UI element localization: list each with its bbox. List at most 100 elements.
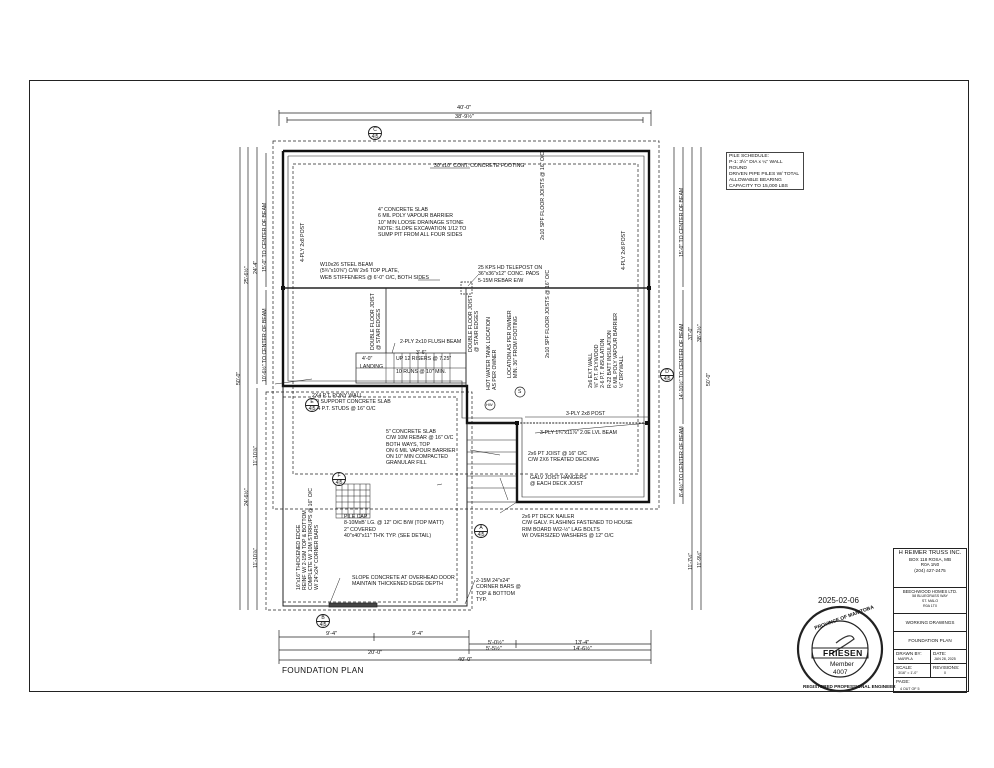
dim-left-11-10: 11'-10⅞" [253,445,259,466]
tb-client1: BEECHWOOD HOMES LTD. [902,589,958,594]
dim-left-11-10b: 11'-10⅞" [253,547,259,568]
note-joists-right: 2x10 SPF FLOOR JOISTS @ 16" O/C [545,269,551,358]
note-post3: 3-PLY 2x8 POST [566,411,606,417]
stamp-date: 2025-02-06 [818,596,859,605]
tb-scale-label: SCALE: [896,665,913,670]
dim-top-overall: 40'-0" [457,105,472,111]
dim-left-10-6: 10'-6½" TO CENTER OF BEAM [262,308,268,382]
note-joists-top: 2x10 SPF FLOOR JOISTS @ 16" O/C [540,151,546,240]
stamp-name: FRIESEN [823,648,863,658]
dim-right-38-2: 38'-2½" [697,324,703,342]
dim-bottom-right2: 14'-6½" [573,646,592,652]
tb-phone: (204) 427-2475 [914,567,946,573]
dim-bottom-9-4-left: 9'-4" [326,631,338,637]
dim-left-24-4: 24'-4" [253,260,259,274]
tb-client-cell: BEECHWOOD HOMES LTD. 58 BLUEGRASS WAY ST… [894,587,966,613]
dim-left-24-6: 24'-6½" [244,488,250,506]
engineer-seal [796,605,884,693]
landing-dim: 4'-0" [362,356,373,362]
stair-up: UP 12 RISERS @ 7.25" [396,356,452,362]
tb-page: 4 OUT OF 5 [900,687,920,691]
tb-drawn-by-label: DRAWN BY: [896,651,922,656]
dim-right-37-0: 37'-0" [688,326,694,340]
tb-revisions: 0 [944,671,946,675]
dim-right-15-0: 15'-0" TO CENTER OF BEAM [679,187,685,257]
note-beam: W10x26 STEEL BEAM(5¾"x10⅜") C/W 2x6 TOP … [320,262,429,281]
tb-company-cell: H REIMER TRUSS INC. BOX 118 ROSA, MB R0A… [894,549,966,587]
dim-left-25-6: 25'-6½" [244,266,250,284]
title-block: H REIMER TRUSS INC. BOX 118 ROSA, MB R0A… [893,548,967,693]
note-lvl: 3-PLY 1¾"x11⅞" 2.0E LVL BEAM [540,430,617,436]
tb-sheet-name: FOUNDATION PLAN [908,638,952,643]
dim-right-11-9: 11'-9½" [697,550,703,568]
note-flush-beam: 2-PLY 2x10 FLUSH BEAM [400,339,462,345]
dim-right-11-7: 11'-7½" [688,552,694,570]
stair-width: 3'-6" [416,350,427,356]
tb-scale-row: SCALE: 3/16" = 1'-0" REVISIONS: 0 [894,663,966,678]
stamp-member-no: 4007 [833,669,848,676]
tb-set: WORKING DRAWINGS [905,620,955,625]
tb-sheet-cell: FOUNDATION PLAN [894,631,966,649]
stamp-member-label: Member [830,661,854,668]
tb-scale: 3/16" = 1'-0" [898,671,918,675]
plan-title: FOUNDATION PLAN [282,666,364,675]
tb-addr1: BOX 118 ROSA, MB [908,556,952,562]
dim-top-inner: 38'-9½" [455,114,474,120]
drawing-sheet-border [29,80,969,692]
dim-bottom-overall: 40'-0" [458,657,473,663]
tank-marker: HW [486,402,493,407]
note-double-joist-left: DOUBLE FLOOR JOIST@ STAIR EDGES [370,293,382,350]
note-double-joist-mid: DOUBLE FLOOR JOIST@ STAIR EDGES [468,295,480,352]
tb-set-cell: WORKING DRAWINGS [894,613,966,631]
tb-drawn-row: DRAWN BY: MARPLA DATE: JAN 28, 2025 [894,649,966,664]
dim-right-8-4: 8'-4½" TO CENTER OF BEAM [679,426,685,497]
tb-client2: 58 BLUEGRASS WAY [912,594,948,598]
note-hangers: GALV JOIST HANGERS@ EACH DECK JOIST [530,475,587,488]
dim-bottom-9-4-right: 9'-4" [412,631,424,637]
tb-company: H REIMER TRUSS INC. [898,550,962,556]
tb-page-row: PAGE: 4 OUT OF 5 [894,677,966,694]
tb-date: JAN 28, 2025 [934,657,956,661]
dim-bottom-mid: 5'-0½" [488,640,504,646]
tb-date-label: DATE: [933,651,947,656]
tb-revisions-label: REVISIONS: [933,665,960,670]
note-post-left: 4-PLY 2x8 POST [300,222,306,262]
stair-down: 10 RUNS @ 10" MIN. [396,369,447,375]
dim-right-50: 50'-0" [706,372,712,386]
dim-bottom-right: 13'-4" [575,640,590,646]
sump-marker: S [518,389,522,395]
note-post-right: 4-PLY 2x8 POST [621,230,627,270]
tb-page-label: PAGE: [896,679,910,684]
note-footing: 30"x10" CONT. CONCRETE FOOTING [434,163,525,169]
dim-left-15-0: 15'-0" TO CENTER OF BEAM [262,202,268,272]
tb-drawn-by: MARPLA [898,657,913,661]
landing-label: LANDING [360,364,384,370]
dim-right-14-10: 14'-10½" TO CENTER OF BEAM [679,323,685,400]
pile-schedule-box: PILE SCHEDULE: P-1: 3½" DIA x ¼" WALL RO… [726,152,804,190]
tb-client4: R0A 1T0 [923,604,937,608]
dim-left-50: 50'-0" [236,371,242,385]
dim-bottom-mid2: 5'-5½" [486,646,502,652]
stamp-bottom-text: REGISTERED PROFESSIONAL ENGINEER [803,684,896,689]
tb-client3: ST. MALO [921,599,939,603]
